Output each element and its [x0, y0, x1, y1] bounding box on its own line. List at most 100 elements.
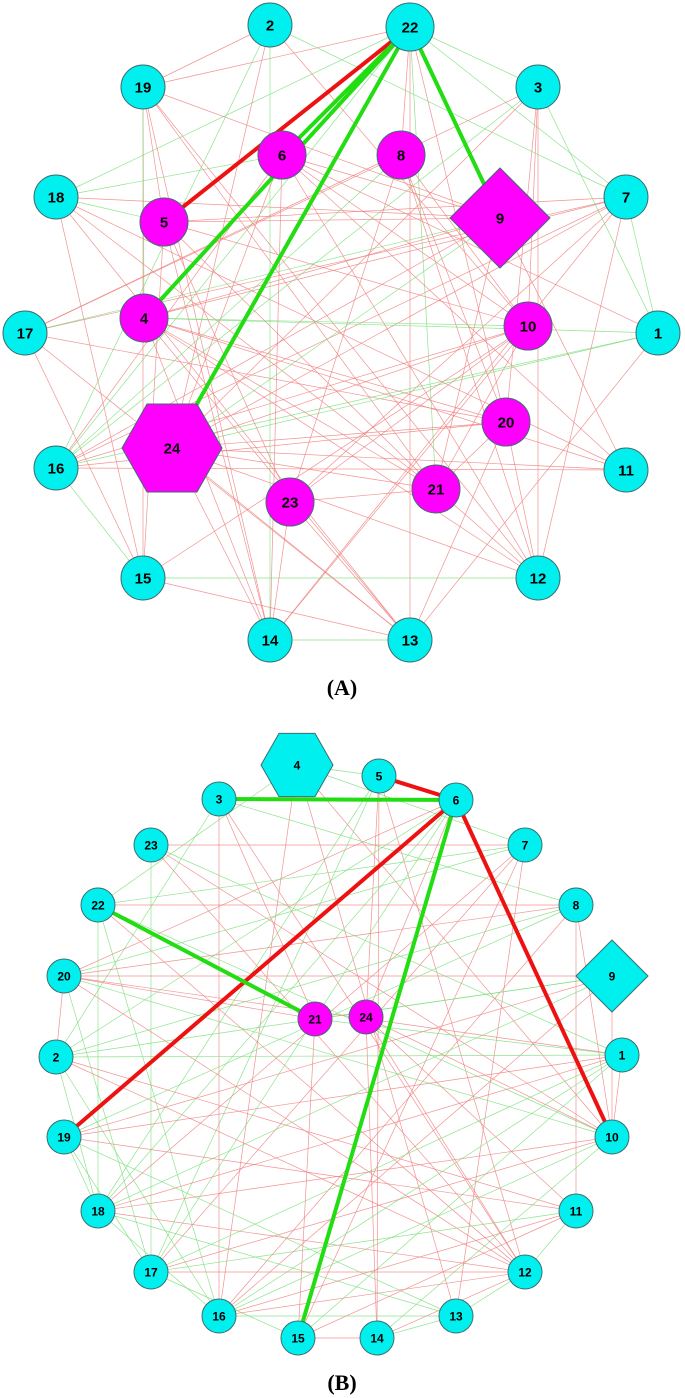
panel-b-node-19: 19 — [46, 1119, 82, 1155]
panel-a-edge-1-4 — [143, 317, 659, 334]
panel-a-node-14: 14 — [247, 617, 293, 663]
panel-a-node-20: 20 — [481, 397, 531, 447]
panel-a-node-12-circle — [515, 555, 561, 601]
panel-b-node-5: 5 — [361, 758, 397, 794]
panel-a-edge-15-13 — [142, 577, 411, 641]
panel-a-node-6: 6 — [257, 130, 307, 180]
panel-b-edge-4-7 — [296, 764, 526, 846]
panel-a-node-18: 18 — [33, 174, 79, 220]
panel-a-edge-7-12 — [537, 196, 627, 579]
panel-b-edge-6-20 — [63, 799, 457, 977]
panel-b-label: (B) — [327, 1370, 356, 1395]
panel-b-node-22-label: 22 — [91, 898, 105, 912]
panel-a-node-1-label: 1 — [654, 325, 662, 342]
panel-b-node-16-circle — [201, 1298, 237, 1334]
panel-a-node-19-label: 19 — [135, 79, 152, 96]
panel-a-node-24: 24 — [121, 403, 223, 493]
panel-b-node-3-label: 3 — [216, 792, 223, 806]
panel-b-node-7-circle — [507, 827, 543, 863]
panel-b-edge-10-18 — [97, 1136, 613, 1212]
panel-b-edge-24-14 — [365, 1016, 378, 1339]
panel-a-node-12-label: 12 — [530, 570, 547, 587]
panel-a-node-23: 23 — [265, 477, 315, 527]
panel-b-strong-edge-6-19 — [62, 798, 458, 1139]
panel-b-edge-2-11 — [55, 1056, 577, 1212]
panel-a-node-14-circle — [247, 617, 293, 663]
panel-b-edge-8-16 — [218, 904, 577, 1317]
panel-b-edge-1-16 — [218, 1054, 623, 1317]
panel-a-edge-12-20 — [505, 421, 539, 579]
panel-a-node-11-circle — [603, 447, 649, 493]
panel-a-node-11: 11 — [603, 447, 649, 493]
panel-b-node-13-label: 13 — [449, 1309, 463, 1323]
panel-a-node-1-circle — [635, 310, 681, 356]
panel-b-node-20: 20 — [46, 958, 82, 994]
panel-b-node-10-label: 10 — [605, 1130, 619, 1144]
panel-a-edge-12-24 — [171, 447, 539, 579]
panel-b-edge-11-16 — [218, 1210, 577, 1317]
panel-b-node-8-label: 8 — [573, 898, 580, 912]
panel-a-edge-15-10 — [142, 325, 529, 579]
panel-a-node-4-circle — [119, 293, 169, 343]
panel-a-edge-19-9 — [142, 86, 501, 219]
panel-a-edge-1-24 — [171, 332, 659, 449]
panel-a-edge-1-6 — [281, 154, 659, 334]
panel-b-edge-1-15 — [297, 1054, 623, 1339]
panel-a-edge-12-19 — [142, 86, 539, 579]
panel-b-edge-18-12 — [97, 1210, 526, 1273]
panel-b-node-9-label: 9 — [609, 969, 616, 983]
panel-a-edge-6-24 — [171, 154, 283, 449]
panel-b-node-4-hexagon — [260, 732, 334, 798]
panel-a-edge-13-24 — [171, 447, 411, 641]
panel-a-edge-11-9 — [499, 217, 627, 471]
panel-b-node-17-circle — [133, 1254, 169, 1290]
panel-b-edge-4-13 — [296, 764, 457, 1317]
panel-b-node-14: 14 — [359, 1320, 395, 1356]
panel-b-edge-24-10 — [365, 1016, 613, 1138]
panel-b-node-3-circle — [201, 781, 237, 817]
panel-a-node-8-label: 8 — [397, 147, 405, 164]
panel-a-edge-12-8 — [400, 154, 539, 579]
panel-a-node-18-circle — [33, 174, 79, 220]
panel-a-edge-8-10 — [400, 154, 529, 327]
panel-b-edge-23-10 — [150, 844, 613, 1138]
panel-a-node-9: 9 — [449, 167, 551, 269]
panel-a-edge-15-5 — [142, 221, 165, 579]
panel-b-edge-5-12 — [378, 775, 526, 1273]
panel-a-node-22-label: 22 — [402, 19, 419, 36]
panel-b-edge-9-16 — [218, 975, 613, 1317]
panel-b-edge-1-17 — [150, 1054, 623, 1273]
panel-a-edge-9-4 — [143, 217, 501, 319]
panel-b-node-9-diamond — [575, 939, 649, 1013]
panel-b-edge-2-1 — [55, 1054, 623, 1058]
panel-a-node-20-circle — [481, 397, 531, 447]
panel-a-edge-20-24 — [171, 421, 507, 449]
panel-a-edge-22-16 — [55, 26, 411, 469]
panel-b-node-4-label: 4 — [294, 758, 301, 772]
panel-a-node-11-label: 11 — [618, 462, 634, 479]
panel-a-node-5: 5 — [139, 197, 189, 247]
panel-a-edge-16-9 — [55, 217, 501, 469]
panel-a-node-7-label: 7 — [622, 189, 630, 206]
panel-a-node-22: 22 — [385, 2, 435, 52]
panel-a-node-3: 3 — [515, 64, 561, 110]
panel-a-node-24-label: 24 — [164, 440, 181, 457]
panel-b-node-21-label: 21 — [308, 1012, 322, 1026]
panel-b-edge-10-16 — [218, 1136, 613, 1317]
panel-a-edge-4-20 — [143, 317, 507, 423]
panel-b-node-24: 24 — [348, 999, 384, 1035]
panel-a-node-3-label: 3 — [534, 79, 542, 96]
panel-b-edge-5-17 — [150, 775, 380, 1273]
panel-b-node-3: 3 — [201, 781, 237, 817]
panel-a-edge-12-4 — [143, 317, 539, 579]
panel-b-node-19-label: 19 — [57, 1130, 71, 1144]
panel-a-node-22-circle — [385, 2, 435, 52]
panel-b-edge-24-12 — [365, 1016, 526, 1273]
panel-a-node-15-circle — [120, 555, 166, 601]
panel-b-node-16: 16 — [201, 1298, 237, 1334]
panel-a-node-4: 4 — [119, 293, 169, 343]
panel-b-edge-18-13 — [97, 1210, 457, 1317]
panel-b-node-17: 17 — [133, 1254, 169, 1290]
